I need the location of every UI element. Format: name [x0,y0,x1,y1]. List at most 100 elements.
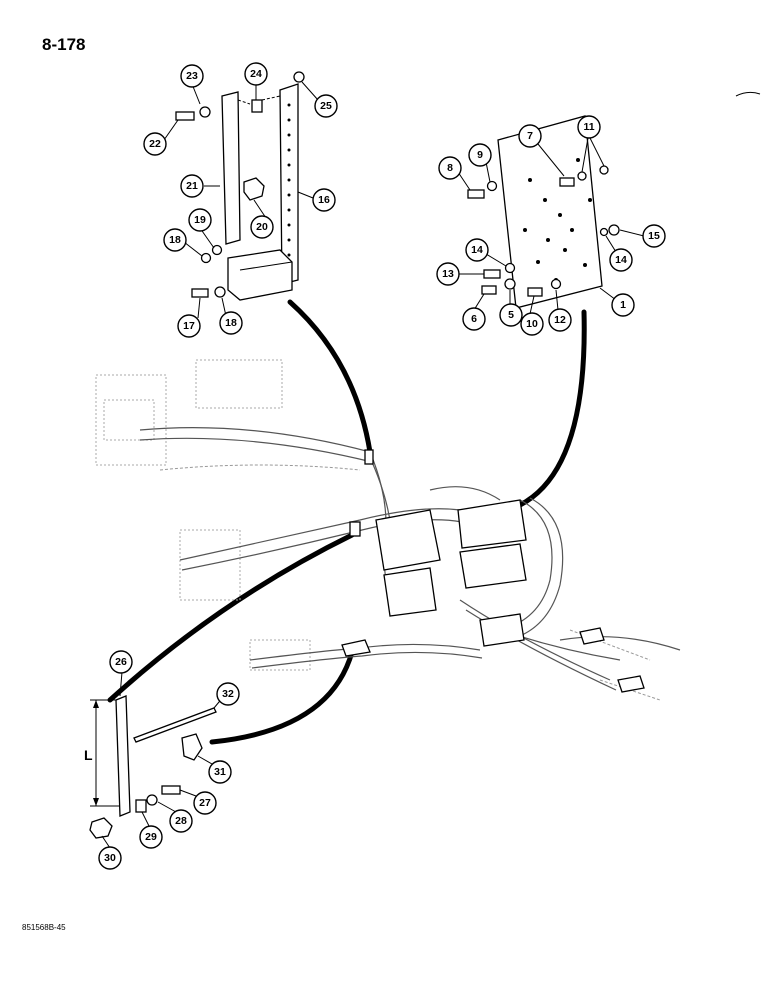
washer-18-upper [200,252,212,264]
svg-text:18: 18 [169,234,181,246]
svg-text:26: 26 [115,656,127,668]
svg-text:14: 14 [471,244,483,256]
washer-8 [577,171,587,181]
svg-text:17: 17 [183,320,195,332]
svg-text:25: 25 [320,100,332,112]
svg-text:32: 32 [222,688,234,700]
callout-17: 17 [177,314,201,338]
nut-19 [211,244,223,256]
callout-20: 20 [250,215,274,239]
spacer-29 [135,799,147,813]
bolt-11 [527,287,543,297]
nut-25 [293,71,305,83]
leader-bracket-to-hose [287,299,373,455]
washer-10 [486,180,498,192]
callout-32: 32 [216,682,240,706]
callout-31: 31 [208,760,232,784]
callout-13: 13 [436,262,460,286]
svg-text:5: 5 [508,309,514,321]
bolt-22 [175,111,195,121]
mount-block [227,249,293,301]
callout-27: 27 [193,791,217,815]
strip-16 [279,83,299,285]
spacer-24 [251,99,263,113]
callout-16: 16 [312,188,336,212]
svg-text:27: 27 [199,797,211,809]
hose-band-3 [341,639,371,657]
bolt-6 [481,285,497,295]
coupler-right-1 [579,627,605,645]
svg-text:10: 10 [526,318,538,330]
valve-block-2 [383,567,437,617]
washer-23 [199,106,211,118]
valve-block-1 [375,509,441,571]
svg-text:16: 16 [318,194,330,206]
block-edge [239,261,293,271]
svg-text:19: 19 [194,214,206,226]
leader-clip-31 [209,649,355,745]
svg-text:24: 24 [250,68,262,80]
callout-1: 1 [611,293,635,317]
callout-18-lower: 18 [219,311,243,335]
callout-9: 8 [438,156,462,180]
callout-22: 22 [143,132,167,156]
svg-text:8: 8 [447,162,453,174]
hose-band-2 [349,521,361,537]
svg-text:29: 29 [145,831,157,843]
drawing-code: 851568B-45 [22,923,66,932]
clip-20 [243,177,265,201]
bolt-7 [559,177,575,187]
bolt-27 [161,785,181,795]
svg-text:13: 13 [442,268,454,280]
bolt-17 [191,288,209,298]
valve-plate-assembly [467,115,620,309]
plate-21 [221,91,241,245]
plate-1 [497,115,603,309]
callout-11: 10 [520,312,544,336]
hose-band-1 [364,449,374,465]
cable-tie-32 [133,707,217,743]
nut-8 [599,165,609,175]
callout-24: 24 [244,62,268,86]
washer-18-lower [214,286,226,298]
callout-28: 28 [169,809,193,833]
svg-text:20: 20 [256,221,268,233]
strip-holes [287,103,291,257]
leader-plate-to-valve [517,309,587,508]
svg-text:7: 7 [527,130,533,142]
washer-14-right [599,227,609,237]
svg-text:15: 15 [648,230,660,242]
nut-15 [608,224,620,236]
callout-5: 5 [499,303,523,327]
page-number: 8-178 [42,35,85,54]
edge-mark [735,91,761,97]
callout-30: 30 [98,846,122,870]
callout-14-right: 14 [609,248,633,272]
coupler-right-2 [617,675,645,693]
bracket-assembly-upper-left [175,71,305,301]
svg-text:28: 28 [175,815,187,827]
callout-7: 7 [518,124,542,148]
callout-19: 19 [188,208,212,232]
callout-15: 15 [642,224,666,248]
strap-26 [115,695,131,817]
callout-25: 25 [314,94,338,118]
callout-14-left: 14 [465,238,489,262]
svg-text:11: 11 [583,121,594,133]
valve-block-3 [457,499,527,549]
callout-26: 26 [109,650,133,674]
bolt-9 [467,189,485,199]
clamp-kit-lower-left: L [84,695,217,839]
leader-clamp-26 [107,532,355,703]
washer-12 [550,278,562,290]
svg-text:6: 6 [471,313,477,325]
svg-text:18: 18 [225,317,237,329]
svg-text:31: 31 [214,766,226,778]
svg-text:9: 9 [477,149,483,161]
svg-text:22: 22 [149,138,161,150]
assembly-lines [237,95,281,105]
valve-block-5 [479,613,525,647]
nut-30 [89,817,113,839]
callout-6: 6 [462,307,486,331]
